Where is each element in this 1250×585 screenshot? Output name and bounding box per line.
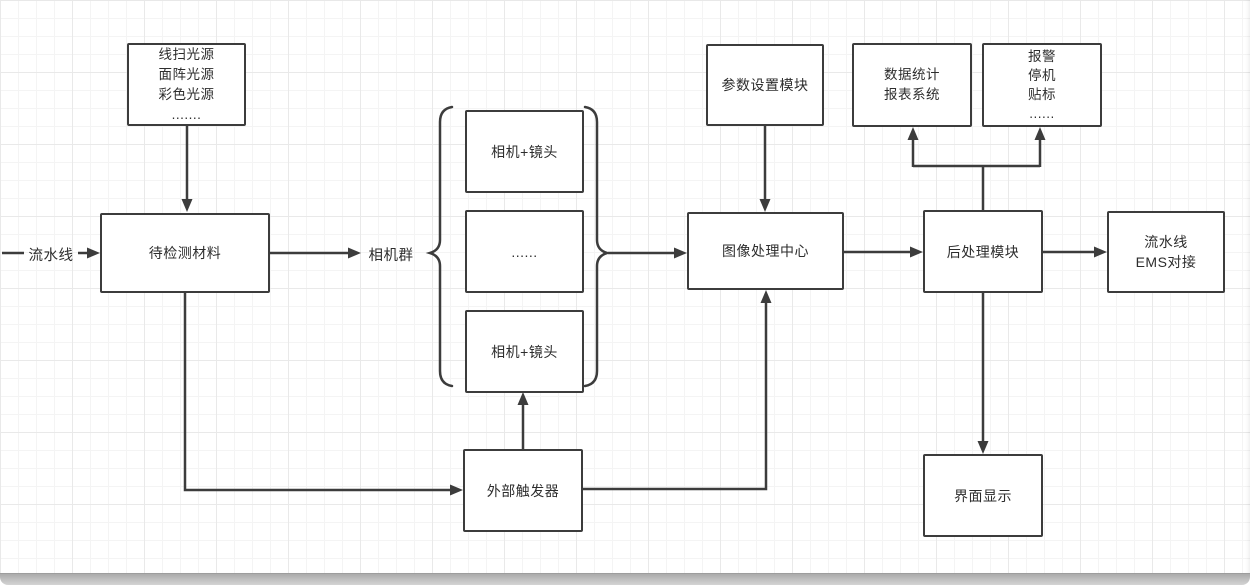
node-camera-top-label: 相机+镜头 — [491, 143, 558, 160]
node-trigger-label: 外部触发器 — [486, 482, 560, 499]
node-display[interactable]: 界面显示 — [923, 454, 1043, 537]
node-light-sources-label: 线扫光源面阵光源彩色光源....... — [158, 46, 215, 122]
node-material-label: 待检测材料 — [148, 245, 222, 261]
brace-right — [583, 105, 612, 388]
node-stats[interactable]: 数据统计报表系统 — [852, 43, 972, 127]
node-image-center[interactable]: 图像处理中心 — [687, 212, 844, 290]
node-trigger[interactable]: 外部触发器 — [463, 449, 583, 532]
edge-label-conveyor: 流水线 — [28, 248, 74, 264]
edge-postmodule-to-display — [977, 293, 989, 454]
node-camera-ellipsis[interactable]: ...... — [465, 210, 584, 293]
edge-param-to-imagecenter — [759, 126, 771, 212]
edge-cameragroup-to-imagecenter — [608, 247, 687, 259]
node-image-center-label: 图像处理中心 — [722, 243, 809, 259]
node-post-module[interactable]: 后处理模块 — [923, 210, 1043, 293]
node-actions-label: 报警停机贴标...... — [1028, 49, 1056, 121]
node-post-module-label: 后处理模块 — [946, 243, 1020, 260]
edge-postmodule-to-stats-actions — [907, 127, 1046, 211]
edge-imagecenter-to-postmodule — [844, 246, 923, 258]
node-param-module-label: 参数设置模块 — [721, 77, 809, 93]
diagram-canvas-grid: 线扫光源面阵光源彩色光源....... 待检测材料 相机+镜头 ...... 相… — [0, 0, 1250, 573]
node-param-module[interactable]: 参数设置模块 — [706, 44, 824, 126]
edge-material-to-cameragroup — [270, 247, 361, 259]
node-material[interactable]: 待检测材料 — [100, 213, 270, 293]
edge-trigger-to-imagecenter — [583, 290, 772, 491]
node-camera-bottom[interactable]: 相机+镜头 — [465, 310, 584, 393]
edge-material-to-trigger — [183, 293, 463, 496]
bottom-edge-bar — [0, 573, 1250, 585]
node-light-sources[interactable]: 线扫光源面阵光源彩色光源....... — [127, 43, 246, 126]
edge-trigger-to-camera — [517, 392, 529, 449]
node-stats-label: 数据统计报表系统 — [884, 67, 940, 102]
edge-postmodule-to-ems — [1043, 246, 1107, 258]
node-actions[interactable]: 报警停机贴标...... — [982, 43, 1102, 127]
node-camera-ellipsis-label: ...... — [511, 243, 538, 260]
edge-label-camera-group: 相机群 — [368, 248, 414, 264]
node-camera-top[interactable]: 相机+镜头 — [465, 110, 584, 193]
edge-lightsources-to-material — [181, 126, 193, 212]
node-camera-bottom-label: 相机+镜头 — [491, 343, 558, 360]
node-display-label: 界面显示 — [954, 487, 1012, 504]
brace-left — [425, 105, 454, 388]
